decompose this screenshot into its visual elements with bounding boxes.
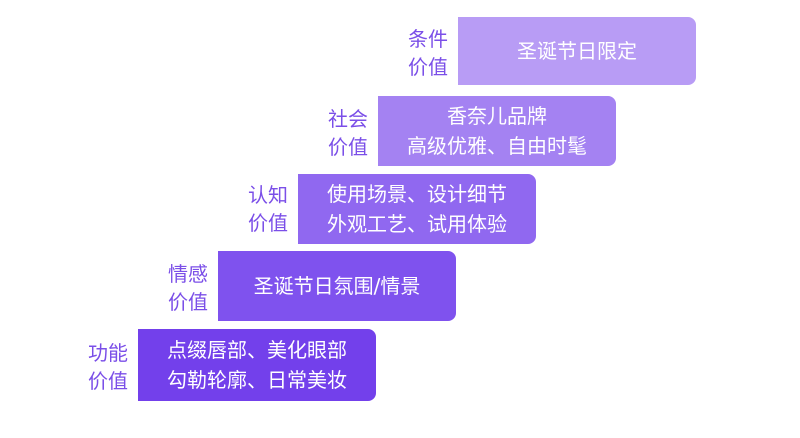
step-content-line: 勾勒轮廓、日常美妆 — [167, 368, 347, 392]
step-label-social-value: 社会 价值 — [310, 100, 368, 166]
step-label-line: 社会 — [328, 107, 368, 131]
step-label-line: 情感 — [168, 262, 208, 286]
step-label-line: 价值 — [88, 369, 128, 393]
step-label-conditional-value: 条件 价值 — [390, 20, 448, 86]
step-label-line: 价值 — [328, 135, 368, 159]
step-content-line: 圣诞节日限定 — [517, 39, 637, 63]
step-label-line: 认知 — [248, 183, 288, 207]
step-label-line: 价值 — [168, 290, 208, 314]
step-label-cognitive-value: 认知 价值 — [230, 176, 288, 242]
step-content-line: 外观工艺、试用体验 — [327, 212, 507, 236]
step-label-line: 价值 — [408, 55, 448, 79]
step-label-line: 功能 — [88, 341, 128, 365]
step-box-cognitive-value: 使用场景、设计细节 外观工艺、试用体验 — [298, 174, 536, 244]
step-label-line: 价值 — [248, 211, 288, 235]
step-content-line: 点缀唇部、美化眼部 — [167, 338, 347, 362]
step-label-emotional-value: 情感 价值 — [150, 255, 208, 321]
step-label-functional-value: 功能 价值 — [70, 334, 128, 400]
step-content-line: 香奈儿品牌 — [447, 104, 547, 128]
step-box-functional-value: 点缀唇部、美化眼部 勾勒轮廓、日常美妆 — [138, 329, 376, 401]
step-content-line: 使用场景、设计细节 — [327, 182, 507, 206]
step-box-emotional-value: 圣诞节日氛围/情景 — [218, 251, 456, 321]
step-box-conditional-value: 圣诞节日限定 — [458, 17, 696, 85]
step-content-line: 圣诞节日氛围/情景 — [253, 274, 421, 298]
step-label-line: 条件 — [408, 27, 448, 51]
step-content-line: 高级优雅、自由时髦 — [407, 134, 587, 158]
step-box-social-value: 香奈儿品牌 高级优雅、自由时髦 — [378, 96, 616, 166]
